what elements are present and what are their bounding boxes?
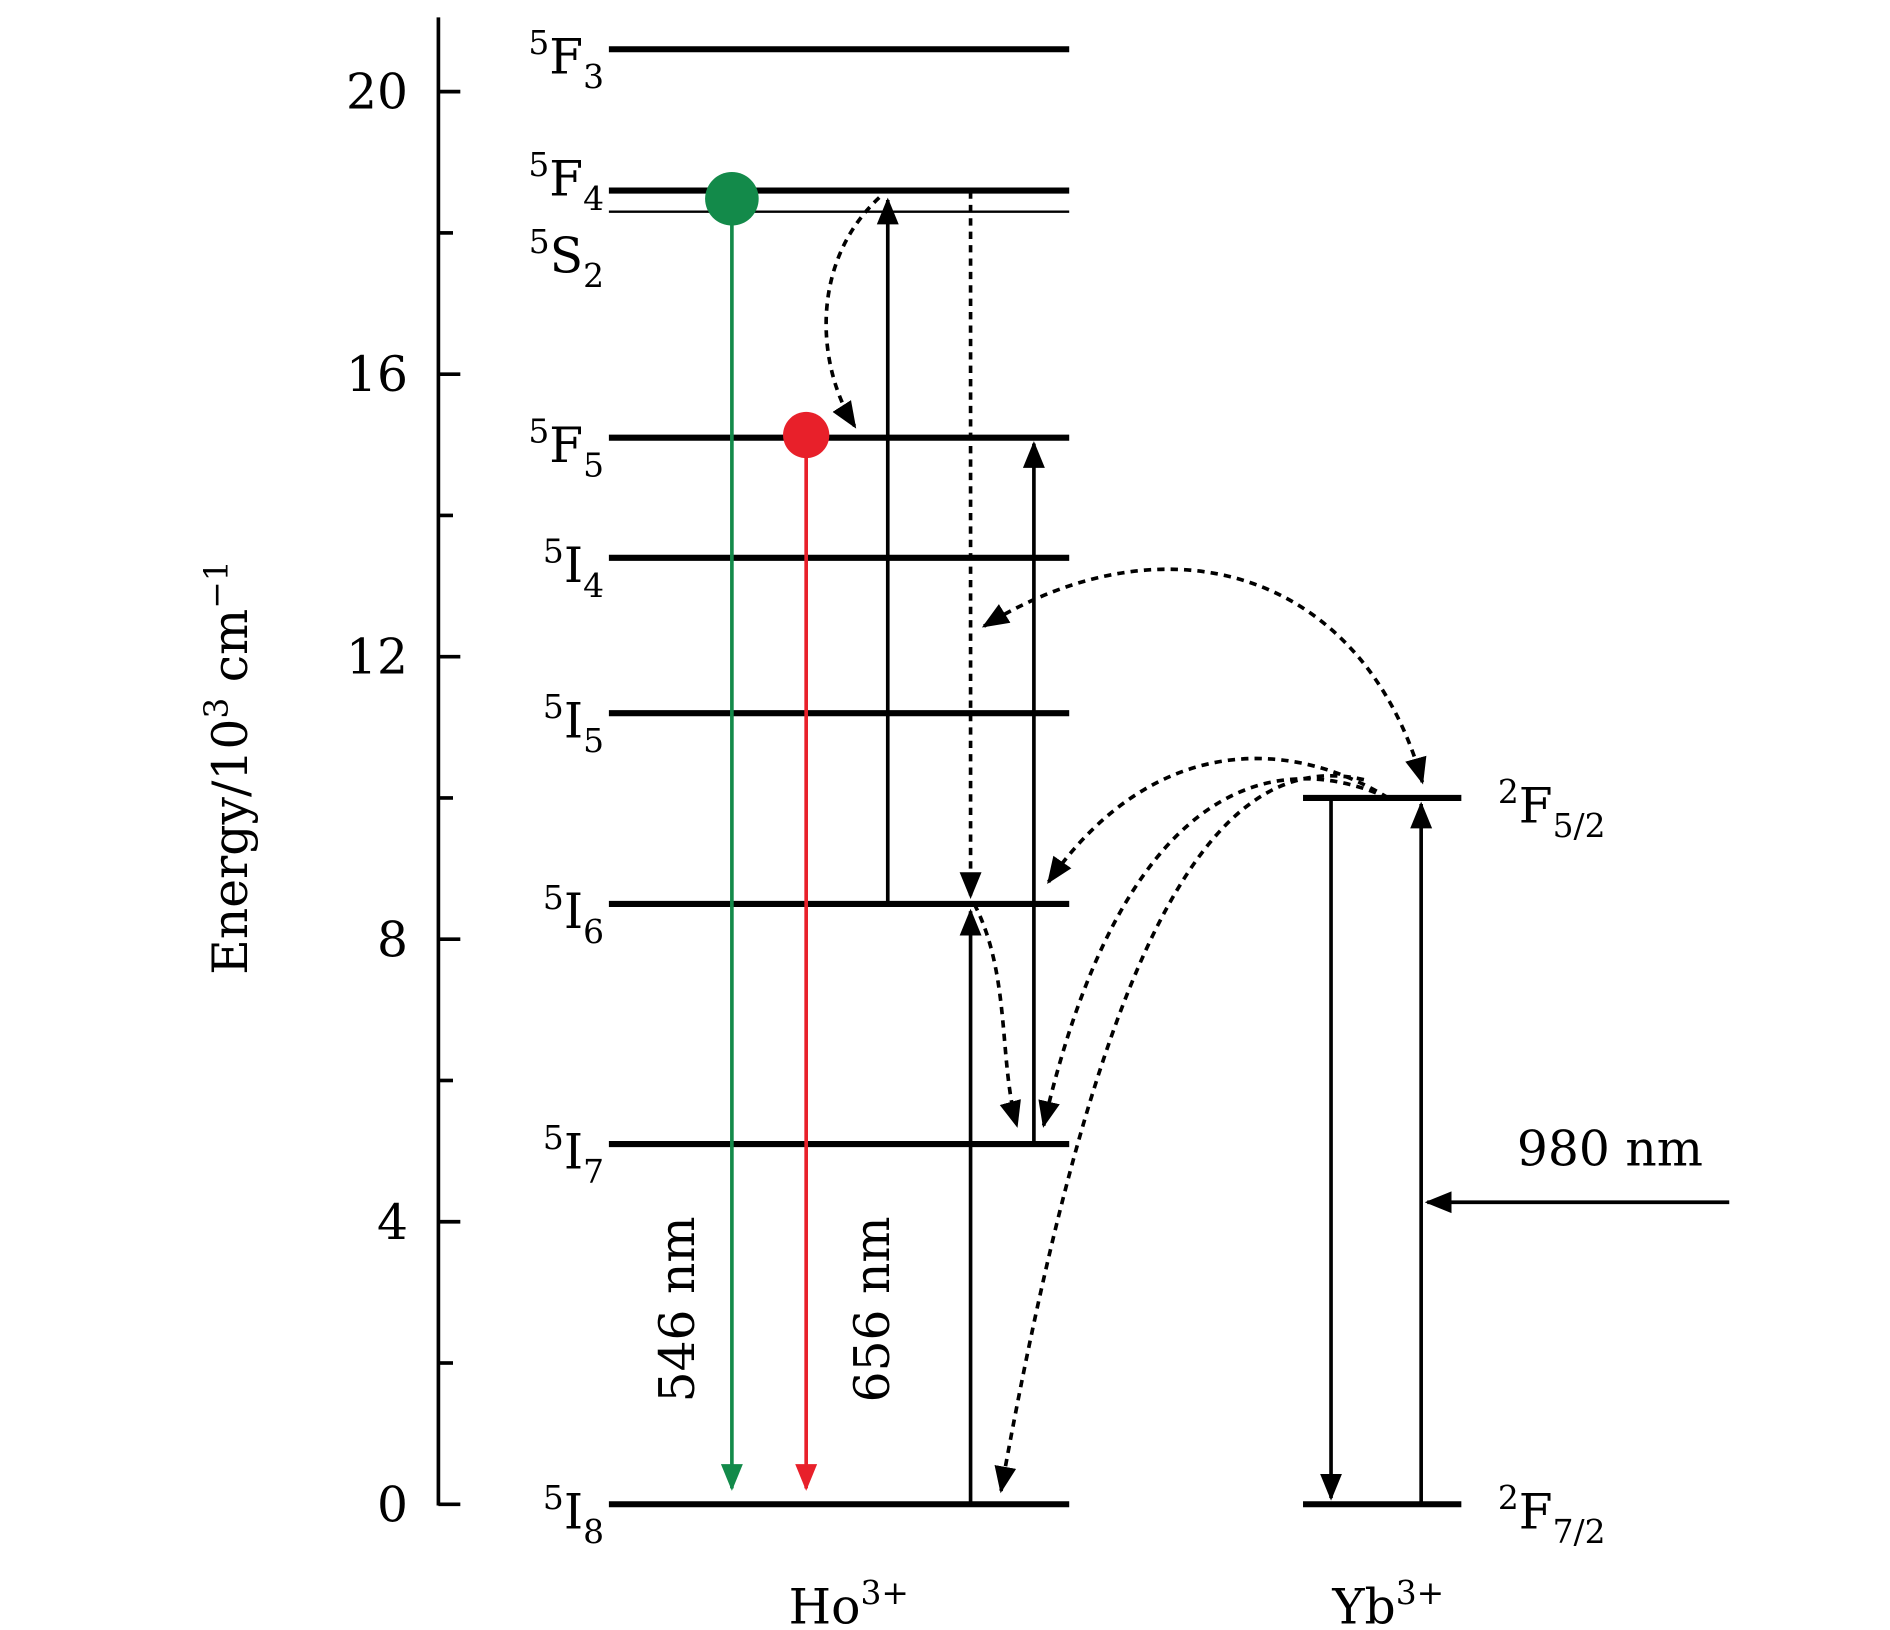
pump-label: 980 nm [1517,1122,1703,1178]
tick-label: 4 [377,1195,408,1251]
tick-label: 8 [377,912,408,968]
tick-label: 20 [346,65,408,121]
level-label: 5I8 [543,1478,604,1551]
emission-546nm: 546 nm [650,172,759,1491]
energy-transfer-5I6 [1047,756,1390,884]
emission-546-label: 546 nm [650,1216,706,1402]
energy-transfer-5I7 [1038,776,1390,1128]
level-label: 5F5 [528,412,604,485]
ho-ion-label: Ho3+ [789,1573,909,1630]
energy-axis: 0 4 8 12 16 20 Energy/103 cm−1 [197,17,461,1533]
emission-656-label: 656 nm [845,1216,901,1402]
emission-656nm: 656 nm [783,411,901,1491]
level-label: 5S2 [529,222,604,295]
level-label: 2F5/2 [1498,772,1606,845]
tick-label: 12 [346,630,408,686]
nonradiative-5I6-5I7 [972,903,1021,1128]
level-label: 5I4 [543,532,604,605]
tick-label: 16 [346,347,408,403]
level-label: 5F3 [528,23,604,96]
level-label: 2F7/2 [1498,1478,1606,1551]
tick-label: 0 [377,1477,408,1533]
axis-label: Energy/103 cm−1 [197,560,259,974]
nonradiative-5S2-5F5 [824,196,881,429]
level-label: 5F4 [528,145,604,218]
level-label: 5I5 [543,687,604,760]
level-label: 5I6 [543,878,604,951]
green-population-dot [705,172,759,226]
level-label: 5I7 [543,1118,604,1191]
yb-ion-label: Yb3+ [1331,1573,1444,1630]
energy-transfer-5I8 [994,773,1365,1494]
red-population-dot [783,411,830,459]
energy-transfer-5I4 [981,567,1427,785]
